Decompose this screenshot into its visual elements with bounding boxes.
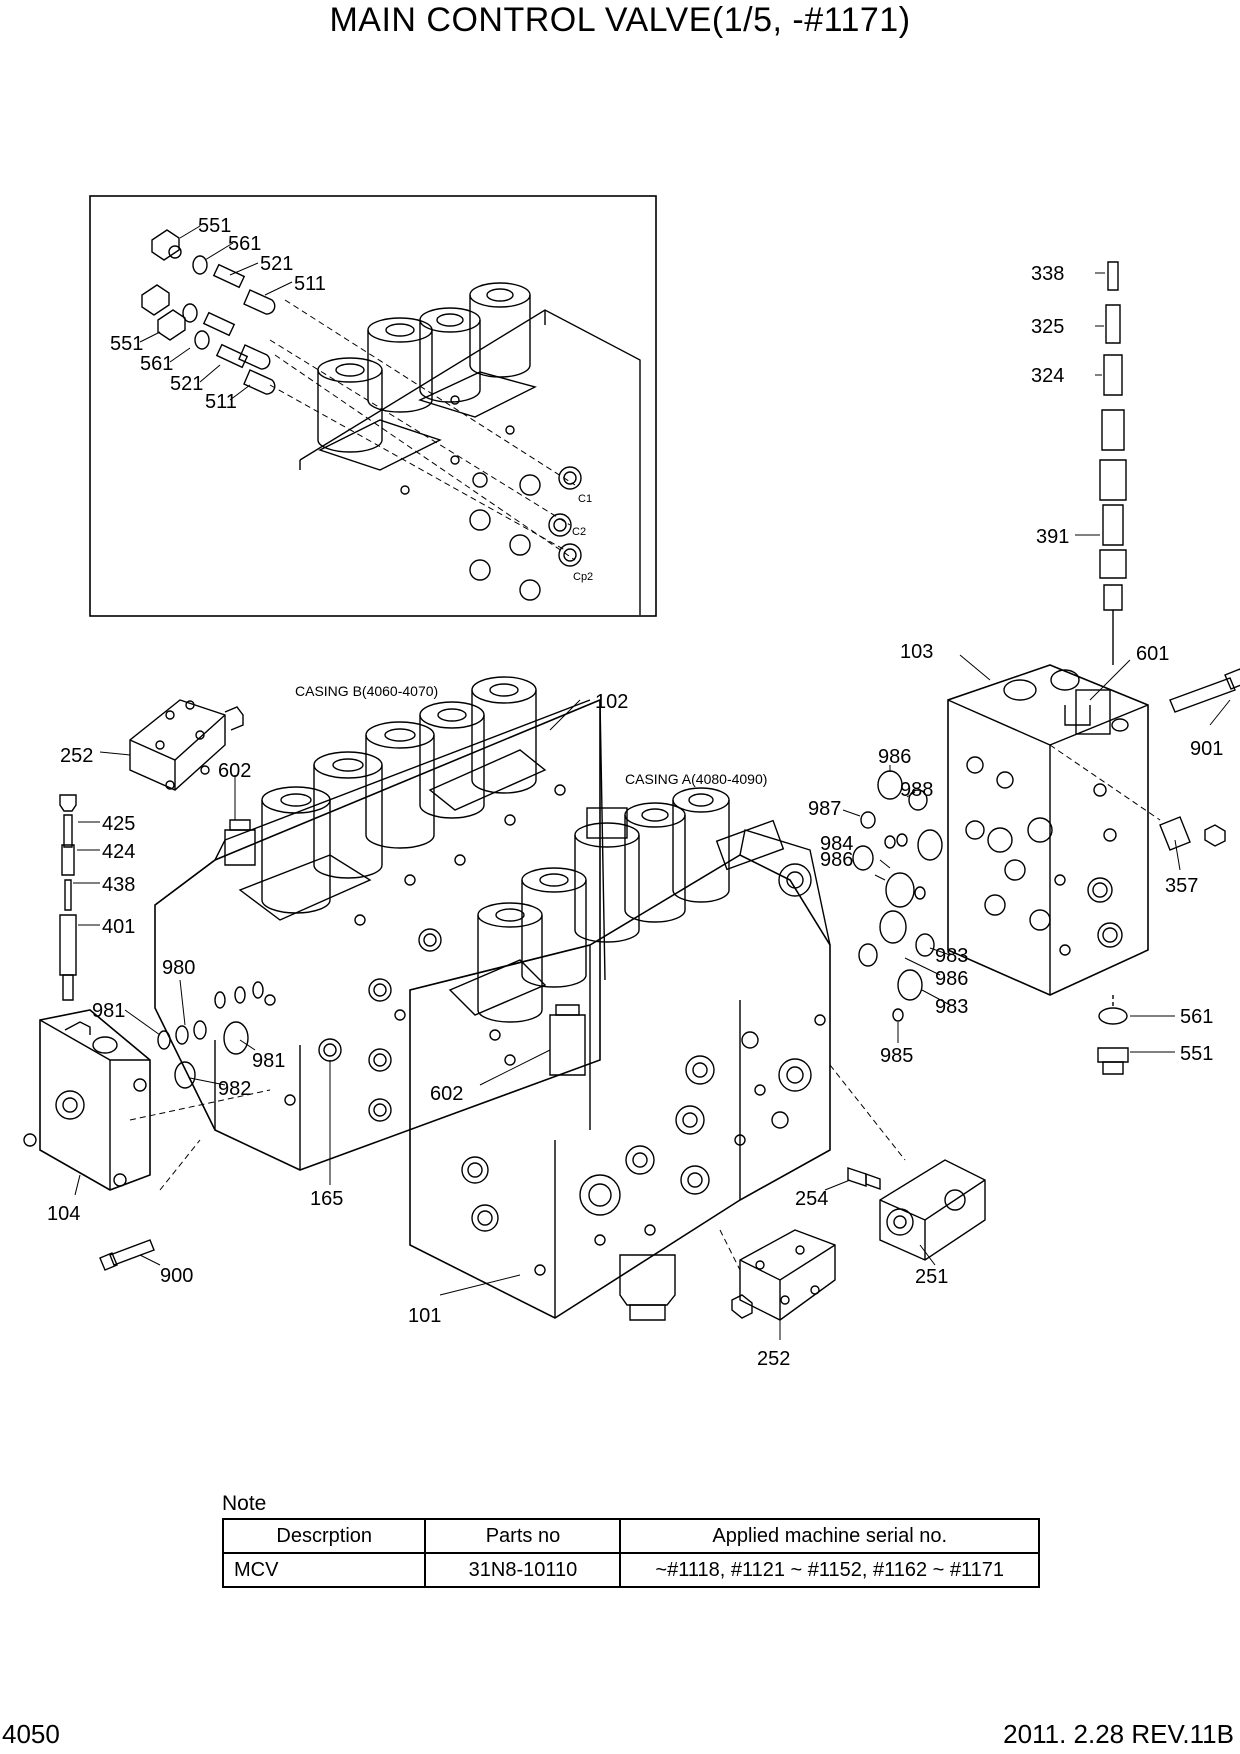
callout-325: 325 xyxy=(1031,316,1064,338)
callout-165: 165 xyxy=(310,1188,343,1210)
callout-254: 254 xyxy=(795,1188,828,1210)
callout-102: 102 xyxy=(595,691,628,713)
table-cell: 31N8-10110 xyxy=(424,1552,622,1588)
callout-983: 983 xyxy=(935,996,968,1018)
inset-plugs xyxy=(141,229,276,395)
callout-986: 986 xyxy=(878,746,911,768)
callout-101: 101 xyxy=(408,1305,441,1327)
callout-324: 324 xyxy=(1031,365,1064,387)
inset-detail xyxy=(89,195,657,617)
callout-984: 984 xyxy=(820,833,853,855)
port-c1-label: C1 xyxy=(578,493,592,505)
valve-602-upper xyxy=(224,819,256,866)
solenoid-valve-252-upper xyxy=(129,699,244,791)
bolt-900 xyxy=(99,1239,155,1271)
table-cell: MCV xyxy=(221,1552,427,1588)
page-number: 4050 xyxy=(2,1719,60,1749)
casing-a-block xyxy=(409,787,831,1321)
callout-551: 551 xyxy=(110,333,143,355)
casing-b-solenoid xyxy=(261,676,537,914)
inset-ports xyxy=(400,395,582,601)
table-header-row: Descrption Parts no Applied machine seri… xyxy=(221,1518,1040,1554)
casing-b-label: CASING B(4060-4070) xyxy=(295,683,438,699)
callout-438: 438 xyxy=(102,874,135,896)
callout-252: 252 xyxy=(60,745,93,767)
callout-561: 561 xyxy=(1180,1006,1213,1028)
callout-425: 425 xyxy=(102,813,135,835)
inset-solenoid xyxy=(317,282,531,453)
callout-561: 561 xyxy=(228,233,261,255)
callout-338: 338 xyxy=(1031,263,1064,285)
callout-981: 981 xyxy=(252,1050,285,1072)
callout-988: 988 xyxy=(900,779,933,801)
callout-251: 251 xyxy=(915,1266,948,1288)
column-header: Parts no xyxy=(424,1518,622,1554)
callout-981: 981 xyxy=(92,1000,125,1022)
callout-980: 980 xyxy=(162,957,195,979)
casing-a-ports xyxy=(461,1014,826,1276)
solenoid-valve-252-lower xyxy=(731,1229,836,1321)
port-c2-label: C2 xyxy=(572,526,586,538)
callout-357: 357 xyxy=(1165,875,1198,897)
callout-551: 551 xyxy=(198,215,231,237)
revision-date: 2011. 2.28 REV.11B xyxy=(1003,1719,1234,1749)
o-ring-group xyxy=(852,770,943,1022)
column-header: Applied machine serial no. xyxy=(619,1518,1040,1554)
callout-982: 982 xyxy=(218,1078,251,1100)
callout-602: 602 xyxy=(430,1083,463,1105)
spool-stack xyxy=(1099,261,1127,665)
callout-901: 901 xyxy=(1190,738,1223,760)
callout-511: 511 xyxy=(294,273,326,295)
callout-424: 424 xyxy=(102,841,135,863)
callout-391: 391 xyxy=(1036,526,1069,548)
callout-401: 401 xyxy=(102,916,135,938)
port-cp2-label: Cp2 xyxy=(573,571,593,583)
pilot-valve-stack xyxy=(59,794,77,1001)
callout-252: 252 xyxy=(757,1348,790,1370)
callout-104: 104 xyxy=(47,1203,80,1225)
casing-b-block xyxy=(154,676,606,1171)
page-title: MAIN CONTROL VALVE(1/5, -#1171) xyxy=(329,1,911,39)
column-header: Descrption xyxy=(221,1518,427,1554)
applicability-table: Descrption Parts no Applied machine seri… xyxy=(221,1518,1040,1588)
callout-987: 987 xyxy=(808,798,841,820)
callout-103: 103 xyxy=(900,641,933,663)
casing-a-label: CASING A(4080-4090) xyxy=(625,771,767,787)
end-cover-104 xyxy=(23,794,151,1191)
callout-983: 983 xyxy=(935,945,968,967)
table-cell: ~#1118, #1121 ~ #1152, #1162 ~ #1171 xyxy=(619,1552,1040,1588)
casing-b-ports xyxy=(264,784,566,1122)
callout-986: 986 xyxy=(935,968,968,990)
end-cover-103-ports xyxy=(965,756,1123,956)
callout-602: 602 xyxy=(218,760,251,782)
casing-b-orings xyxy=(157,981,264,1089)
fitting-254 xyxy=(847,1167,881,1190)
callout-601: 601 xyxy=(1136,643,1169,665)
callout-551: 551 xyxy=(1180,1043,1213,1065)
callout-561: 561 xyxy=(140,353,173,375)
callout-986: 986 xyxy=(820,849,853,871)
table-row: MCV 31N8-10110 ~#1118, #1121 ~ #1152, #1… xyxy=(221,1552,1040,1588)
end-cover-103 xyxy=(947,261,1240,1075)
callout-511: 511 xyxy=(205,391,237,413)
callout-521: 521 xyxy=(260,253,293,275)
casing-a-solenoid xyxy=(477,787,730,1023)
callout-900: 900 xyxy=(160,1265,193,1287)
callout-985: 985 xyxy=(880,1045,913,1067)
note-label: Note xyxy=(222,1492,267,1515)
callout-521: 521 xyxy=(170,373,203,395)
solenoid-valve-251 xyxy=(879,1159,986,1261)
